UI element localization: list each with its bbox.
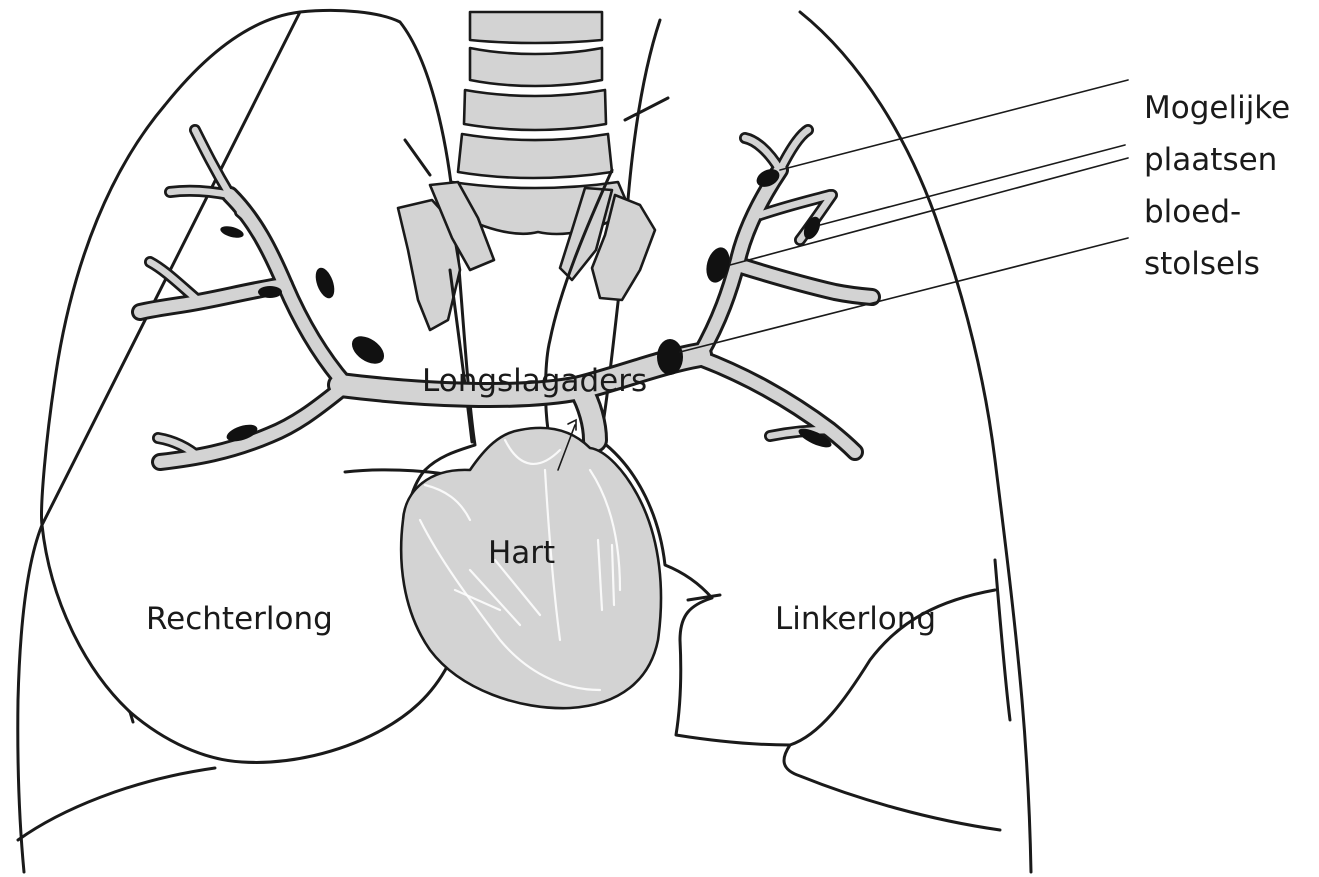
callout-line-2: plaatsen — [1144, 134, 1290, 186]
left-lung-lower-lobe — [784, 745, 1000, 830]
clot-locations-callout: Mogelijke plaatsen bloed- stolsels — [1144, 82, 1290, 290]
callout-line-3: bloed- — [1144, 186, 1290, 238]
left-lung-label: Linkerlong — [775, 604, 936, 635]
callout-line-1: Mogelijke — [1144, 82, 1290, 134]
pulmonary-arteries-label: Longslagaders — [422, 366, 647, 397]
callout-line-4: stolsels — [1144, 238, 1290, 290]
right-lung-label: Rechterlong — [146, 604, 333, 635]
heart-label: Hart — [488, 538, 555, 569]
